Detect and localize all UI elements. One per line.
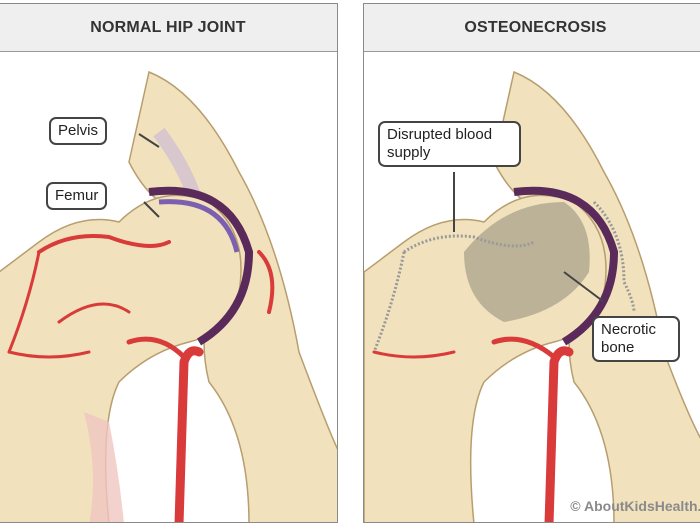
osteonecrosis-panel: OSTEONECROSIS Disrupted blood supply Nec… (363, 3, 700, 523)
femur-bone (0, 186, 254, 522)
necrotic-area (464, 202, 590, 322)
femur-pointer (143, 201, 160, 218)
necrotic-pointer (563, 271, 605, 303)
copyright-credit: © AboutKidsHealth.ca (570, 498, 700, 514)
osteonecrosis-illustration (364, 70, 700, 522)
necrotic-bone-label: Necrotic bone (592, 316, 680, 362)
panel-title: NORMAL HIP JOINT (0, 4, 337, 52)
femur-label: Femur (46, 182, 108, 210)
arteries (372, 336, 574, 522)
pelvis-label: Pelvis (49, 117, 108, 145)
disrupted-vessels (372, 200, 636, 353)
normal-hip-illustration (0, 70, 337, 522)
panel-title: OSTEONECROSIS (364, 4, 700, 52)
femur-bone (364, 186, 619, 522)
normal-hip-joint-panel: NORMAL HIP JOINT Pelvis Femur (0, 3, 338, 523)
arteries (7, 234, 275, 522)
pelvis-pointer (138, 133, 160, 148)
disrupted-blood-supply-label: Disrupted blood supply (378, 121, 521, 167)
